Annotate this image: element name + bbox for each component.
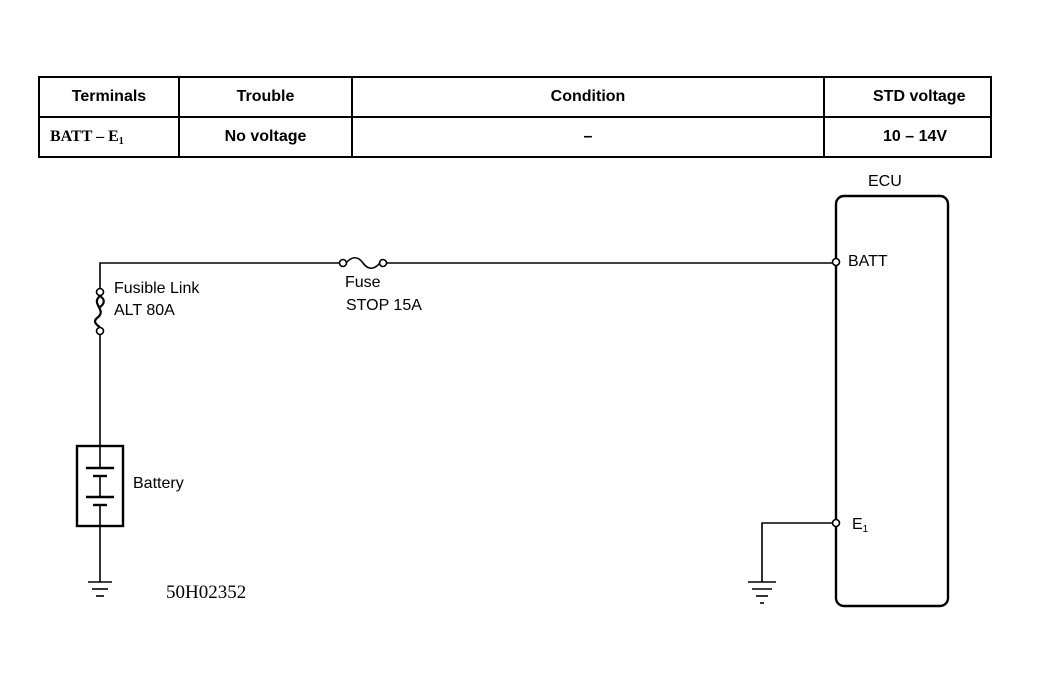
- cell-condition: –: [351, 116, 825, 158]
- header-terminals: Terminals: [38, 76, 180, 118]
- battery-label: Battery: [133, 475, 184, 492]
- fusible-link-terminal-top: [95, 287, 105, 297]
- table-row: BATT – E1 No voltage – 10 – 14V: [38, 116, 992, 158]
- fusible-link-rating: ALT 80A: [114, 302, 175, 319]
- fuse-terminal-right: [378, 258, 388, 268]
- e1-terminal-label: E1: [852, 516, 869, 535]
- ground-icon-battery: [88, 581, 112, 597]
- cell-std-voltage: 10 – 14V: [823, 116, 992, 158]
- ecu-box: [834, 194, 950, 608]
- fuse-terminal-left: [338, 258, 348, 268]
- terminals-text: BATT – E: [50, 127, 119, 145]
- ground-icon-ecu: [748, 581, 776, 604]
- wire-e1-ground: [761, 522, 833, 582]
- cell-terminals: BATT – E1: [38, 116, 180, 158]
- header-trouble: Trouble: [178, 76, 353, 118]
- figure-code: 50H02352: [166, 582, 246, 603]
- terminal-spec-table: Terminals Trouble Condition STD voltage …: [38, 76, 992, 158]
- table-header-row: Terminals Trouble Condition STD voltage: [38, 76, 992, 118]
- fuse-rating: STOP 15A: [346, 297, 422, 314]
- wire-main-left: [99, 262, 340, 292]
- fusible-link-icon: [93, 295, 102, 328]
- ecu-batt-terminal-icon: [831, 257, 841, 267]
- fuse-icon: [345, 256, 381, 270]
- header-std-voltage: STD voltage: [823, 76, 992, 118]
- fuse-label: Fuse: [345, 274, 381, 291]
- cell-trouble: No voltage: [178, 116, 353, 158]
- ecu-e1-terminal-icon: [831, 518, 841, 528]
- terminals-subscript: 1: [118, 135, 124, 147]
- fusible-link-label: Fusible Link: [114, 280, 200, 297]
- header-condition: Condition: [351, 76, 825, 118]
- batt-terminal-label: BATT: [848, 253, 888, 270]
- ecu-label: ECU: [868, 173, 902, 190]
- fusible-link-terminal-bottom: [95, 326, 105, 336]
